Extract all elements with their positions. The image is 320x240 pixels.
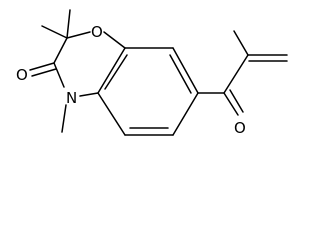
- bond-c8-c7-inner: [169, 54, 192, 94]
- bond-c3-o-carbonyl-a: [29, 62, 55, 71]
- bond-c5-c4a: [97, 92, 126, 136]
- bond-c2-o1: [66, 31, 91, 39]
- bond-c4a-c8a: [97, 47, 126, 94]
- bond-c2-methyl-top: [66, 9, 71, 39]
- molecule-structure: O O N O: [16, 9, 288, 137]
- bond-c2-c3: [53, 37, 68, 64]
- bond-c8-c7: [172, 47, 199, 94]
- atom-oxygen-carbonyl: O: [16, 66, 28, 84]
- bond-ketone-co-b: [229, 89, 244, 113]
- bond-c4a-c8a-inner: [104, 54, 128, 90]
- bond-c7-c6: [172, 92, 199, 136]
- atom-nitrogen: N: [66, 89, 77, 107]
- bond-c3-o-carbonyl-b: [31, 68, 57, 77]
- bond-ketone-c-vinyl: [223, 54, 249, 94]
- bond-n4-c4a: [79, 92, 99, 97]
- molecule-canvas: O O N O: [16, 9, 288, 137]
- bond-o1-c8a: [103, 31, 126, 49]
- bond-n4-methyl: [61, 104, 67, 133]
- atom-oxygen-ring: O: [91, 23, 103, 41]
- bond-group: [29, 9, 288, 136]
- atom-oxygen-ketone: O: [234, 119, 246, 137]
- bond-ketone-co-a: [223, 92, 239, 116]
- bond-c2-methyl-left: [41, 25, 68, 39]
- bond-c3-n4: [53, 62, 65, 88]
- bond-vinyl-methyl: [233, 30, 249, 56]
